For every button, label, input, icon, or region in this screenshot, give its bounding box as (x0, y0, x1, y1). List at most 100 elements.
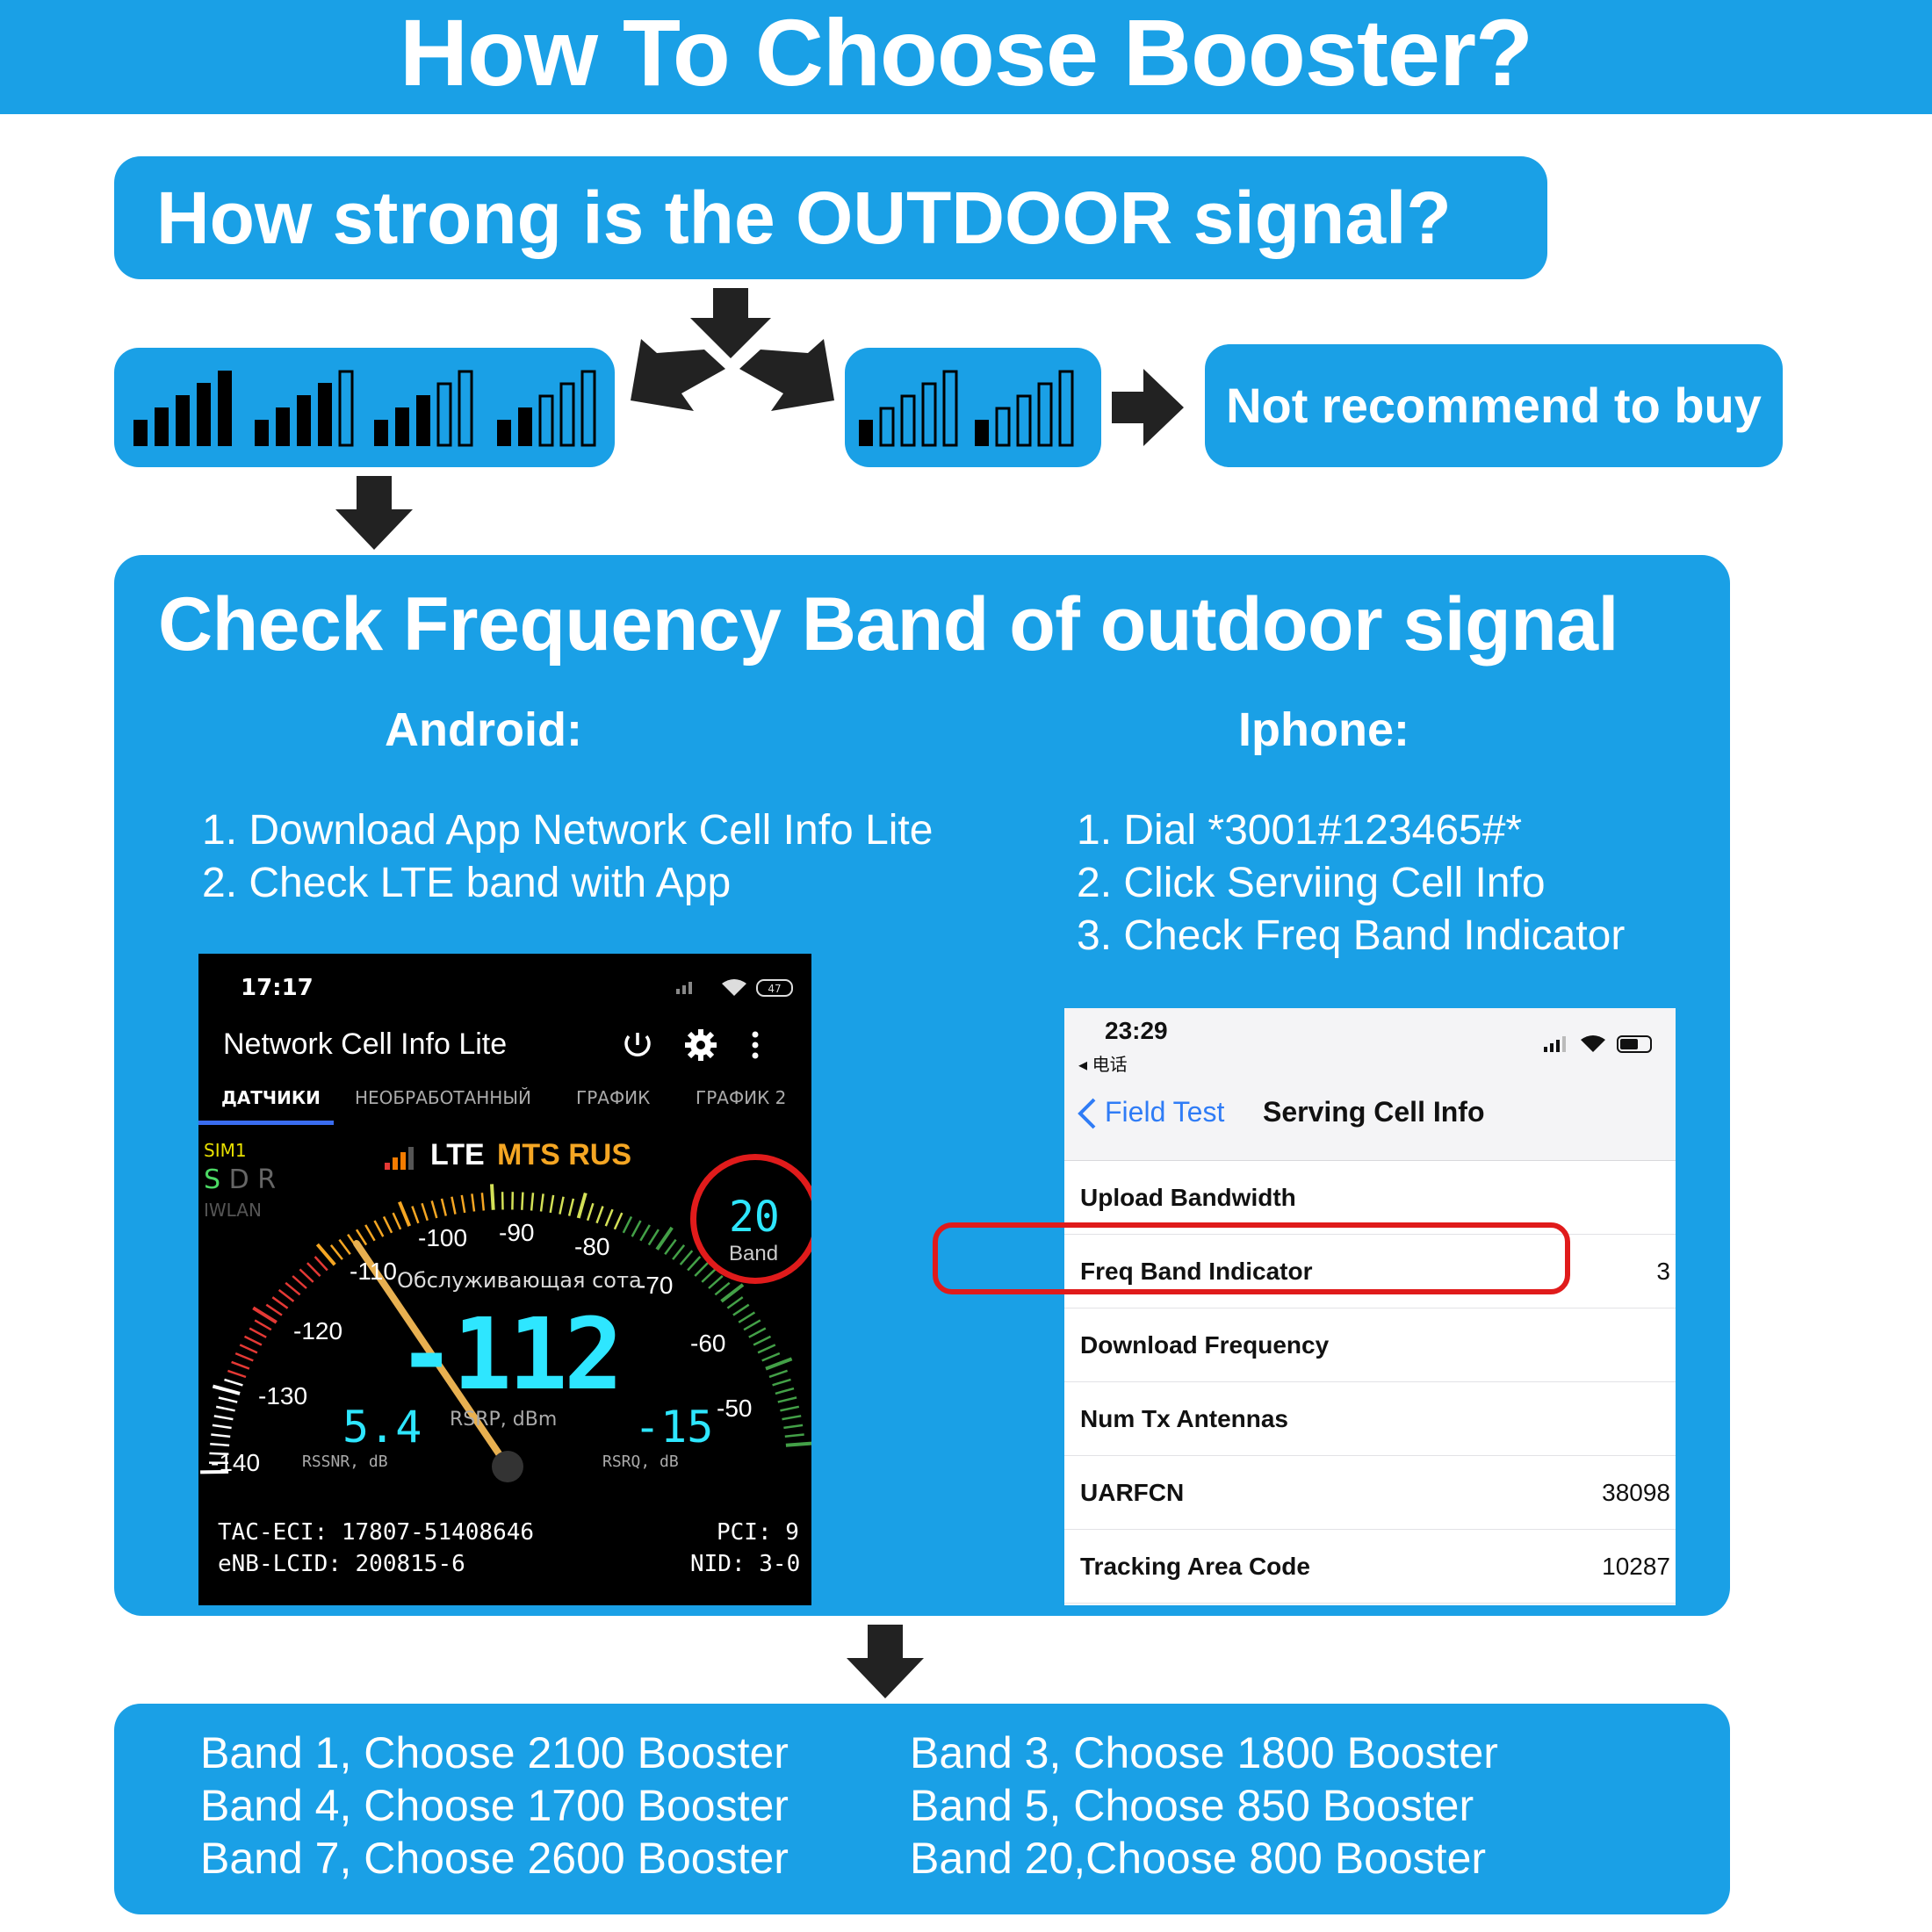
gauge-tick-label: -120 (293, 1317, 343, 1344)
gauge-tick (411, 1206, 420, 1224)
gauge-tick-label: -80 (574, 1233, 610, 1260)
battery-icon (756, 979, 793, 997)
gauge-tick (231, 1360, 250, 1370)
header-banner: How To Choose Booster? (0, 0, 1932, 114)
row-value: 3 (1656, 1258, 1670, 1285)
gauge-tick (539, 1193, 544, 1212)
arrow-right-icon (1112, 369, 1184, 446)
gauge-tick (576, 1192, 588, 1219)
operator-name: MTS RUS (497, 1138, 631, 1171)
gauge-tick (227, 1369, 247, 1379)
band-column-right: Band 3, Choose 1800 Booster Band 5, Choo… (910, 1727, 1498, 1885)
band-item: Band 7, Choose 2600 Booster (200, 1834, 789, 1883)
row-label: Download Frequency (1080, 1331, 1330, 1359)
rsrq-value: -15 (634, 1402, 714, 1453)
gauge-tick (679, 1250, 694, 1265)
list-item[interactable]: UARFCN 38098 (1064, 1456, 1676, 1530)
gauge-tick (664, 1238, 677, 1256)
gauge-tick (647, 1229, 660, 1246)
gauge-tick (530, 1193, 535, 1211)
row-label: Tracking Area Code (1080, 1553, 1310, 1580)
status-time: 17:17 (241, 975, 314, 1001)
band-item: Band 3, Choose 1800 Booster (910, 1728, 1498, 1777)
wifi-icon (722, 979, 746, 996)
more-menu-icon[interactable] (752, 1031, 759, 1059)
tab-sensors[interactable]: ДАТЧИКИ (221, 1087, 321, 1108)
list-item[interactable]: Num Tx Antennas (1064, 1382, 1676, 1456)
gauge-tick (521, 1192, 524, 1210)
pci: PCI: 9 (717, 1519, 799, 1546)
android-heading: Android: (385, 703, 582, 756)
gauge-tick (398, 1200, 412, 1227)
arrow-down-icon (335, 476, 413, 550)
band-item: Band 5, Choose 850 Booster (910, 1781, 1474, 1830)
gauge-tick (757, 1344, 776, 1354)
gauge-tick (278, 1288, 295, 1302)
wifi-icon (1581, 1035, 1605, 1052)
list-item[interactable]: Freq Band Indicator 3 (1064, 1235, 1676, 1308)
nav-title: Serving Cell Info (1263, 1096, 1485, 1128)
signal-3-bars-icon (374, 370, 473, 447)
tab-chart-2[interactable]: ГРАФИК 2 (696, 1087, 787, 1108)
gauge-tick (595, 1206, 604, 1224)
gauge-tick (364, 1224, 376, 1242)
status-icons (1544, 1035, 1652, 1053)
nid: NID: 3-0 (690, 1551, 801, 1577)
gauge-tick (265, 1303, 283, 1316)
gear-icon[interactable] (685, 1029, 717, 1061)
gauge-tick-label: -130 (258, 1382, 308, 1409)
back-button[interactable]: Field Test (1105, 1096, 1225, 1128)
gauge-tick (392, 1212, 402, 1230)
gauge-tick (738, 1311, 756, 1323)
freq-band-highlight (933, 1222, 1570, 1294)
tab-raw[interactable]: НЕОБРАБОТАННЫЙ (355, 1087, 531, 1108)
gauge-tick (215, 1405, 235, 1412)
gauge-tick (249, 1327, 267, 1338)
gauge-tick (655, 1226, 674, 1251)
gauge-tick (382, 1215, 393, 1234)
gauge-tick (490, 1184, 495, 1210)
check-band-panel: Check Frequency Band of outdoor signal A… (114, 555, 1730, 1616)
gauge-tick (306, 1262, 321, 1277)
iphone-step: 2. Click Serviing Cell Info (1077, 860, 1546, 906)
tab-chart[interactable]: ГРАФИК (576, 1087, 651, 1108)
band-column-left: Band 1, Choose 2100 Booster Band 4, Choo… (200, 1727, 789, 1885)
gauge-tick (460, 1194, 466, 1214)
question-box: How strong is the OUTDOOR signal? (114, 156, 1547, 279)
list-item[interactable]: Upload Bandwidth (1064, 1161, 1676, 1235)
gauge-tick (373, 1220, 385, 1237)
gauge-tick (271, 1296, 289, 1309)
iphone-step: 1. Dial *3001#123465#* (1077, 807, 1523, 854)
list-item[interactable]: Download Frequency (1064, 1308, 1676, 1382)
gauge-tick (209, 1452, 229, 1456)
gauge-pivot (492, 1451, 523, 1482)
arrow-down-right-icon (739, 339, 834, 411)
gauge-tick (200, 1469, 229, 1474)
gauge-tick (672, 1244, 686, 1260)
back-app-label[interactable]: ◂ 电话 (1078, 1056, 1128, 1075)
app-title: Network Cell Info Lite (223, 1027, 508, 1061)
page-title: How To Choose Booster? (400, 0, 1533, 105)
rsrq-label: RSRQ, dB (602, 1453, 679, 1471)
gauge-tick (761, 1352, 781, 1362)
list-item[interactable]: Tracking Area Code 10287 (1064, 1530, 1676, 1604)
power-icon[interactable] (624, 1033, 651, 1057)
gauge-tick (586, 1202, 595, 1222)
signal-5-bars-icon (133, 371, 232, 446)
gauge-tick-label: -90 (499, 1219, 535, 1246)
gauge-tick (252, 1306, 278, 1324)
gauge-tick (567, 1198, 575, 1216)
battery-level: 47 (768, 983, 781, 995)
tac-eci: TAC-ECI: 17807-51408646 (218, 1519, 535, 1546)
gauge-tick (753, 1335, 772, 1346)
gauge-tick (243, 1335, 263, 1346)
signal-2-bars-icon (497, 370, 596, 447)
gauge-tick (782, 1415, 802, 1421)
signal-1-bar-icon (859, 370, 958, 447)
signal-icon (385, 1147, 414, 1170)
signal-1-bar-icon (975, 370, 1074, 447)
gauge-tick-marks (200, 1184, 811, 1474)
chevron-left-icon[interactable] (1075, 1096, 1101, 1131)
gauge-tick (338, 1238, 351, 1256)
